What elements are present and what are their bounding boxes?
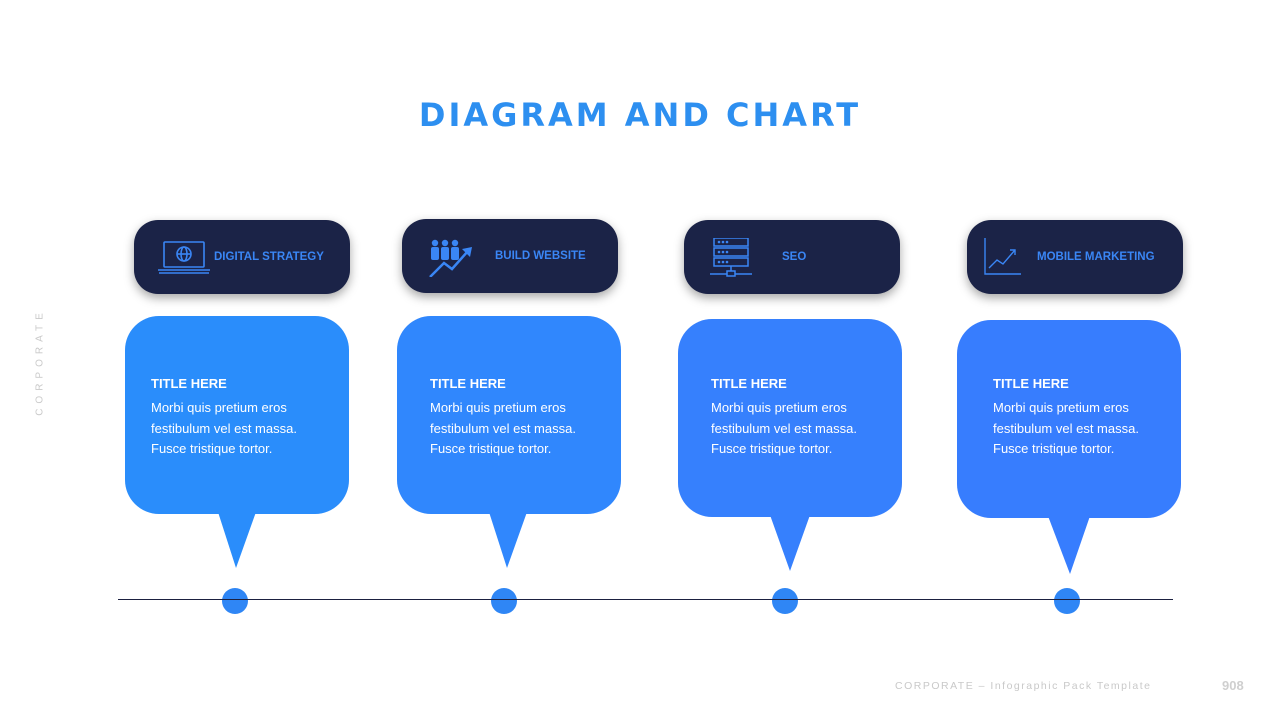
step-text: Morbi quis pretium eros festibulum vel e… [430, 400, 576, 456]
server-network-icon [708, 237, 764, 278]
step-text: Morbi quis pretium eros festibulum vel e… [711, 400, 857, 456]
step-pill-seo[interactable]: SEO [684, 220, 900, 294]
step-bubble: TITLE HERE Morbi quis pretium eros festi… [957, 320, 1181, 518]
line-chart-icon [983, 238, 1039, 278]
step-label: MOBILE MARKETING [1037, 251, 1155, 263]
bubble-pointer [489, 512, 527, 568]
step-label: DIGITAL STRATEGY [214, 251, 324, 263]
slide-title: DIAGRAM AND CHART [418, 96, 862, 134]
team-growth-icon [426, 237, 482, 278]
timeline-dot [491, 588, 517, 614]
timeline-dot [1054, 588, 1080, 614]
step-heading: TITLE HERE [151, 376, 227, 391]
step-text: Morbi quis pretium eros festibulum vel e… [993, 400, 1139, 456]
step-pill-mobile-marketing[interactable]: MOBILE MARKETING [967, 220, 1183, 294]
step-pill-digital-strategy[interactable]: DIGITAL STRATEGY [134, 220, 350, 294]
page-number: 908 [1222, 678, 1244, 693]
step-text: Morbi quis pretium eros festibulum vel e… [151, 400, 297, 456]
timeline-dot [772, 588, 798, 614]
step-heading: TITLE HERE [993, 376, 1069, 391]
timeline-dot [222, 588, 248, 614]
step-bubble: TITLE HERE Morbi quis pretium eros festi… [125, 316, 349, 514]
bubble-pointer [770, 515, 810, 571]
step-bubble: TITLE HERE Morbi quis pretium eros festi… [397, 316, 621, 514]
step-pill-build-website[interactable]: BUILD WEBSITE [402, 219, 618, 293]
step-label: BUILD WEBSITE [495, 250, 586, 262]
step-label: SEO [782, 251, 807, 263]
bubble-pointer [218, 512, 256, 568]
step-heading: TITLE HERE [430, 376, 506, 391]
step-heading: TITLE HERE [711, 376, 787, 391]
side-label: CORPORATE [34, 308, 46, 416]
bubble-pointer [1048, 516, 1090, 574]
timeline-line [118, 599, 1173, 600]
step-bubble: TITLE HERE Morbi quis pretium eros festi… [678, 319, 902, 517]
footer-text: CORPORATE – Infographic Pack Template [895, 680, 1152, 692]
laptop-globe-icon [158, 238, 214, 278]
